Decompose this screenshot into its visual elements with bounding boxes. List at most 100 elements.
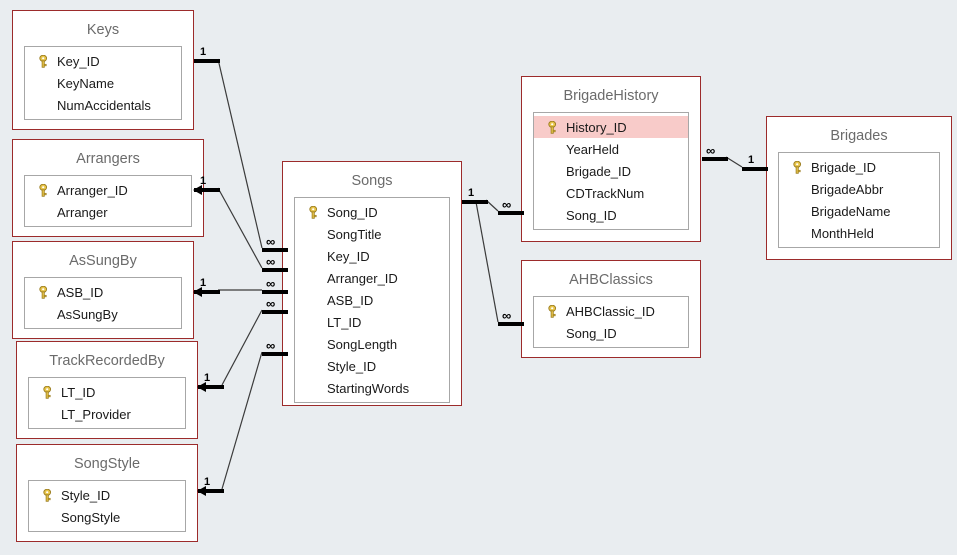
field-row[interactable]: KeyName bbox=[25, 72, 181, 94]
field-list[interactable]: AHBClassic_ID Song_ID bbox=[533, 296, 689, 348]
relationship-line[interactable] bbox=[217, 187, 263, 269]
primary-key-icon bbox=[38, 285, 47, 299]
field-row[interactable]: YearHeld bbox=[534, 138, 688, 160]
field-list[interactable]: LT_ID LT_Provider bbox=[28, 377, 186, 429]
relationship-line[interactable] bbox=[475, 201, 499, 323]
cardinality-many-label: ∞ bbox=[266, 234, 276, 249]
field-row[interactable]: Arranger_ID bbox=[295, 267, 449, 289]
field-row[interactable]: Song_ID bbox=[534, 204, 688, 226]
field-row[interactable]: Brigade_ID bbox=[534, 160, 688, 182]
cardinality-many-label: ∞ bbox=[266, 254, 276, 269]
field-name: Song_ID bbox=[327, 204, 378, 220]
field-row[interactable]: ASB_ID bbox=[25, 281, 181, 303]
field-row[interactable]: LT_Provider bbox=[29, 403, 185, 425]
relationship-line[interactable] bbox=[221, 351, 263, 490]
primary-key-icon bbox=[42, 488, 51, 502]
endpoint-stub bbox=[498, 322, 524, 326]
table-title: Brigades bbox=[830, 128, 888, 144]
cardinality-many-label: ∞ bbox=[502, 197, 512, 212]
endpoint-stub bbox=[262, 290, 288, 294]
field-row[interactable]: BrigadeAbbr bbox=[779, 178, 939, 200]
cardinality-many-label: ∞ bbox=[266, 338, 276, 353]
table-title: Arrangers bbox=[76, 151, 140, 167]
field-row[interactable]: CDTrackNum bbox=[534, 182, 688, 204]
field-name: Brigade_ID bbox=[566, 163, 632, 179]
table-title: TrackRecordedBy bbox=[49, 353, 165, 369]
endpoint-stub bbox=[198, 385, 224, 389]
key-cell bbox=[301, 205, 325, 219]
field-row[interactable]: SongStyle bbox=[29, 506, 185, 528]
field-name: Brigade_ID bbox=[811, 159, 877, 175]
field-row[interactable]: Arranger_ID bbox=[25, 179, 191, 201]
field-name: Arranger_ID bbox=[327, 270, 398, 286]
field-row[interactable]: Song_ID bbox=[534, 322, 688, 344]
key-cell bbox=[785, 160, 809, 174]
field-row[interactable]: LT_ID bbox=[29, 381, 185, 403]
field-row[interactable]: SongTitle bbox=[295, 223, 449, 245]
field-name: AHBClassic_ID bbox=[566, 303, 655, 319]
field-name: MonthHeld bbox=[811, 225, 874, 241]
endpoint-arrowhead bbox=[197, 486, 206, 496]
field-row[interactable]: Style_ID bbox=[29, 484, 185, 506]
endpoint-stub bbox=[262, 248, 288, 252]
field-name: LT_Provider bbox=[61, 406, 131, 422]
field-row[interactable]: AsSungBy bbox=[25, 303, 181, 325]
cardinality-many-label: ∞ bbox=[706, 143, 716, 158]
field-name: BrigadeName bbox=[811, 203, 891, 219]
relationship-line[interactable] bbox=[217, 58, 263, 249]
field-row[interactable]: StartingWords bbox=[295, 377, 449, 399]
field-name: AsSungBy bbox=[57, 306, 118, 322]
endpoint-arrowhead bbox=[193, 185, 202, 195]
endpoint-stub bbox=[702, 157, 728, 161]
field-row[interactable]: LT_ID bbox=[295, 311, 449, 333]
field-list[interactable]: ASB_ID AsSungBy bbox=[24, 277, 182, 329]
field-row[interactable]: AHBClassic_ID bbox=[534, 300, 688, 322]
field-row[interactable]: ASB_ID bbox=[295, 289, 449, 311]
primary-key-icon bbox=[38, 183, 47, 197]
field-name: Key_ID bbox=[327, 248, 370, 264]
field-row[interactable]: Key_ID bbox=[295, 245, 449, 267]
field-row[interactable]: Arranger bbox=[25, 201, 191, 223]
field-row[interactable]: NumAccidentals bbox=[25, 94, 181, 116]
field-name: Key_ID bbox=[57, 53, 100, 69]
key-cell bbox=[35, 488, 59, 502]
field-row[interactable]: Song_ID bbox=[295, 201, 449, 223]
relationship-line[interactable] bbox=[221, 309, 263, 386]
field-name: KeyName bbox=[57, 75, 115, 91]
field-name: LT_ID bbox=[327, 314, 362, 330]
cardinality-one-label: 1 bbox=[748, 154, 755, 166]
field-name: CDTrackNum bbox=[566, 185, 645, 201]
field-row[interactable]: BrigadeName bbox=[779, 200, 939, 222]
key-cell bbox=[540, 120, 564, 134]
field-row[interactable]: Key_ID bbox=[25, 50, 181, 72]
cardinality-one-label: 1 bbox=[204, 372, 211, 384]
field-name: StartingWords bbox=[327, 380, 410, 396]
field-row[interactable]: Brigade_ID bbox=[779, 156, 939, 178]
field-row[interactable]: History_ID bbox=[534, 116, 688, 138]
key-cell bbox=[31, 54, 55, 68]
field-row[interactable]: SongLength bbox=[295, 333, 449, 355]
field-row[interactable]: Style_ID bbox=[295, 355, 449, 377]
endpoint-stub bbox=[498, 211, 524, 215]
relationship-line[interactable] bbox=[725, 156, 743, 168]
field-row[interactable]: MonthHeld bbox=[779, 222, 939, 244]
field-name: SongLength bbox=[327, 336, 398, 352]
key-cell bbox=[35, 385, 59, 399]
field-name: Style_ID bbox=[327, 358, 377, 374]
